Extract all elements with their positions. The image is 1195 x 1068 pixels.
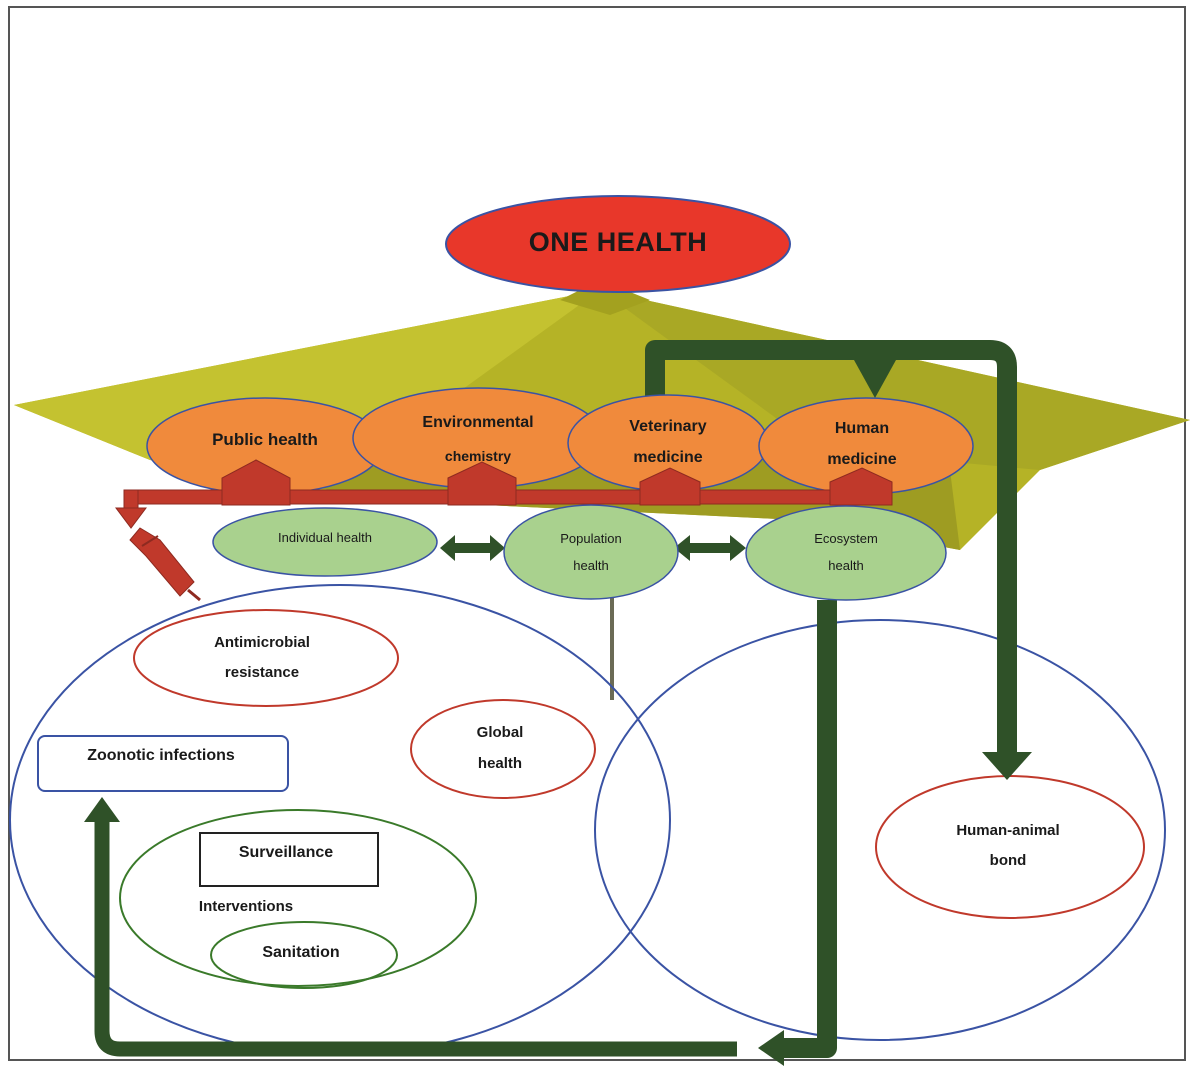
topic-antimicrobial-line1: Antimicrobial bbox=[214, 634, 310, 651]
health-individual: Individual health bbox=[278, 530, 372, 545]
discipline-veterinary-line1: Veterinary bbox=[629, 418, 707, 435]
discipline-public-health: Public health bbox=[212, 430, 318, 449]
topic-global-line1: Global bbox=[476, 724, 524, 741]
discipline-veterinary-line2: medicine bbox=[633, 449, 703, 466]
topic-surveillance: Surveillance bbox=[238, 844, 334, 861]
health-ecosystem-line2: health bbox=[828, 558, 864, 573]
health-ellipse-ecosystem bbox=[745, 505, 947, 601]
discipline-human-line1: Human bbox=[834, 420, 890, 437]
health-ellipse-population bbox=[503, 504, 679, 600]
discipline-human-line2: medicine bbox=[827, 451, 897, 468]
topic-zoonotic: Zoonotic infections bbox=[87, 747, 235, 764]
diagram-frame bbox=[8, 6, 1186, 1061]
global-health-outline bbox=[410, 699, 596, 799]
health-population-line1: Population bbox=[560, 531, 622, 546]
surveillance-box bbox=[199, 832, 379, 887]
topic-interventions: Interventions bbox=[198, 898, 294, 915]
sanitation-outline bbox=[210, 921, 398, 989]
interventions-outline bbox=[119, 809, 477, 987]
antimicrobial-outline bbox=[133, 609, 399, 707]
zoonotic-box bbox=[37, 735, 289, 792]
topic-human-animal-line2: bond bbox=[989, 852, 1027, 869]
discipline-environmental-line1: Environmental bbox=[422, 414, 534, 431]
topic-human-animal-line1: Human-animal bbox=[956, 822, 1060, 839]
discipline-environmental-line2: chemistry bbox=[444, 448, 512, 464]
human-animal-outline bbox=[875, 775, 1145, 919]
health-ellipse-individual bbox=[212, 507, 438, 577]
health-ecosystem-line1: Ecosystem bbox=[814, 531, 878, 546]
right-domain-circle bbox=[594, 619, 1166, 1041]
syringe-icon bbox=[129, 527, 201, 602]
diagram-title: ONE HEALTH bbox=[528, 227, 708, 257]
double-arrows bbox=[440, 535, 746, 561]
title-ellipse bbox=[445, 195, 791, 293]
green-flow-arrows bbox=[94, 340, 1017, 1058]
topic-antimicrobial-line2: resistance bbox=[224, 664, 300, 681]
green-arrowheads bbox=[84, 360, 1032, 1066]
topic-sanitation: Sanitation bbox=[262, 944, 340, 961]
red-connector bbox=[115, 459, 893, 529]
health-population-line2: health bbox=[573, 558, 609, 573]
topic-global-line2: health bbox=[477, 755, 523, 772]
